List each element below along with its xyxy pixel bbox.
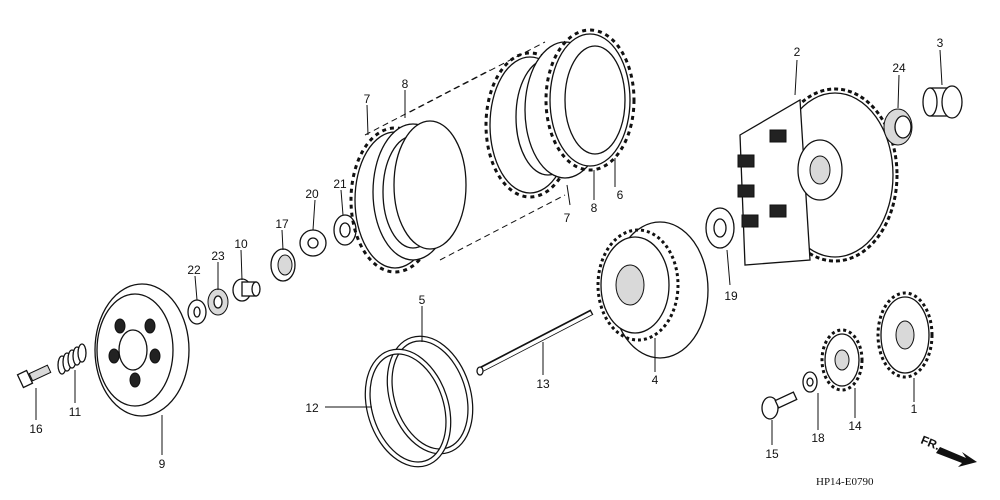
label-part-14: 14 — [848, 419, 862, 433]
needle-bearing-24 — [883, 108, 913, 146]
clutch-outer — [737, 87, 899, 266]
diagram-code: HP14-E0790 — [816, 476, 874, 488]
lock-nut-17 — [270, 248, 296, 282]
label-part-7b: 7 — [564, 211, 571, 225]
front-label: FR. — [919, 433, 942, 453]
washer-22 — [187, 299, 207, 325]
gear-14 — [820, 328, 864, 392]
clutch-plates-rear — [484, 28, 636, 199]
bearing-23 — [207, 288, 229, 316]
alignment-lines — [364, 41, 566, 261]
collar-3 — [922, 85, 963, 119]
label-part-3: 3 — [937, 36, 944, 50]
label-part-12: 12 — [305, 401, 319, 415]
label-part-13: 13 — [536, 377, 550, 391]
label-part-18: 18 — [811, 431, 825, 445]
gear-1 — [876, 291, 934, 379]
label-part-20: 20 — [305, 187, 319, 201]
label-part-19: 19 — [724, 289, 738, 303]
washer-18 — [802, 371, 818, 393]
lifter-10 — [232, 278, 261, 302]
leader-lines — [35, 49, 943, 455]
label-part-5: 5 — [419, 293, 426, 307]
washer-21 — [333, 214, 357, 246]
label-part-8b: 8 — [591, 201, 598, 215]
lock-washer-20 — [299, 229, 327, 257]
label-part-9: 9 — [159, 457, 166, 471]
label-part-7a: 7 — [364, 92, 371, 106]
clutch-center — [596, 221, 709, 359]
clutch-spring — [57, 343, 87, 375]
front-direction-arrow: FR. — [919, 433, 977, 467]
label-part-1: 1 — [911, 402, 918, 416]
label-part-6: 6 — [617, 188, 624, 202]
label-part-11: 11 — [69, 405, 82, 419]
bolt-16 — [16, 364, 52, 389]
pressure-plate — [94, 283, 190, 417]
label-part-21: 21 — [333, 177, 347, 191]
label-part-17: 17 — [275, 217, 289, 231]
part-labels: 7 8 20 21 17 10 23 22 9 11 16 12 13 5 7 … — [29, 36, 943, 471]
label-part-15: 15 — [765, 447, 779, 461]
label-part-10: 10 — [234, 237, 248, 251]
label-part-4: 4 — [652, 373, 659, 387]
o-ring-5 — [386, 335, 474, 455]
bolt-15 — [761, 391, 798, 420]
label-part-24: 24 — [892, 61, 906, 75]
label-part-22: 22 — [187, 263, 201, 277]
thrust-washer-19 — [705, 207, 735, 249]
label-part-23: 23 — [211, 249, 225, 263]
label-part-2: 2 — [794, 45, 801, 59]
o-ring-12 — [364, 348, 452, 468]
label-part-8a: 8 — [402, 77, 409, 91]
clutch-plates-front — [349, 120, 467, 274]
lifter-rod — [476, 309, 594, 376]
label-part-16: 16 — [29, 422, 43, 436]
